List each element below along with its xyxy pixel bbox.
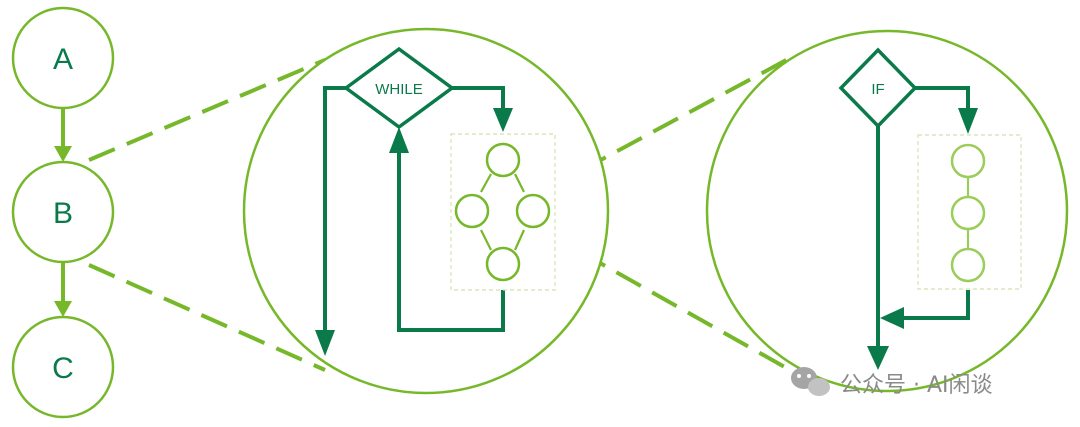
if-body-nodes bbox=[950, 143, 986, 283]
edge-a-b-arrowhead bbox=[54, 146, 72, 162]
dag-edge bbox=[480, 229, 492, 251]
dag-node-left bbox=[454, 193, 490, 229]
zoom-line-b-top bbox=[88, 58, 326, 162]
chain-node-bottom bbox=[950, 247, 986, 283]
node-b-label: B bbox=[53, 197, 73, 230]
if-body-box bbox=[917, 134, 1022, 290]
chain-node-middle bbox=[950, 195, 986, 231]
if-merge-arrowhead bbox=[880, 307, 904, 329]
if-zoom-circle bbox=[705, 29, 1069, 393]
while-zoom-circle bbox=[242, 27, 610, 395]
dag-node-right bbox=[515, 193, 551, 229]
node-a-label: A bbox=[53, 43, 73, 76]
while-keyword: WHILE bbox=[375, 81, 423, 98]
while-exit-path bbox=[323, 86, 346, 336]
while-exit-arrowhead bbox=[315, 330, 335, 356]
dag-node-top bbox=[485, 142, 521, 178]
if-merge-path bbox=[902, 290, 970, 320]
if-false-arrowhead bbox=[867, 346, 889, 370]
if-true-path bbox=[915, 86, 970, 112]
while-body-nodes bbox=[454, 142, 551, 282]
while-body-arrowhead bbox=[493, 108, 513, 132]
if-zoom: IF bbox=[705, 29, 1069, 393]
if-true-arrowhead bbox=[958, 108, 978, 134]
watermark-text: 公众号 · AI闲谈 bbox=[840, 373, 993, 398]
wechat-icon bbox=[791, 367, 830, 396]
while-zoom: WHILE bbox=[242, 27, 610, 395]
while-loop-back-arrowhead bbox=[389, 127, 409, 153]
node-chain: A B C bbox=[11, 6, 115, 419]
while-body-box bbox=[450, 133, 556, 291]
dag-edge bbox=[480, 173, 492, 193]
dag-edge bbox=[513, 229, 526, 251]
node-c-label: C bbox=[52, 352, 74, 385]
dag-edge bbox=[514, 173, 525, 193]
zoom-line-b-bottom bbox=[88, 263, 326, 372]
dag-node-bottom bbox=[485, 246, 521, 282]
while-body-path bbox=[452, 86, 505, 112]
watermark: 公众号 · AI闲谈 bbox=[791, 367, 993, 398]
while-body-dag bbox=[480, 173, 526, 251]
while-loop-back-path bbox=[397, 150, 505, 332]
if-keyword: IF bbox=[871, 81, 884, 98]
chain-node-top bbox=[950, 143, 986, 179]
edge-b-c-arrowhead bbox=[54, 301, 72, 317]
